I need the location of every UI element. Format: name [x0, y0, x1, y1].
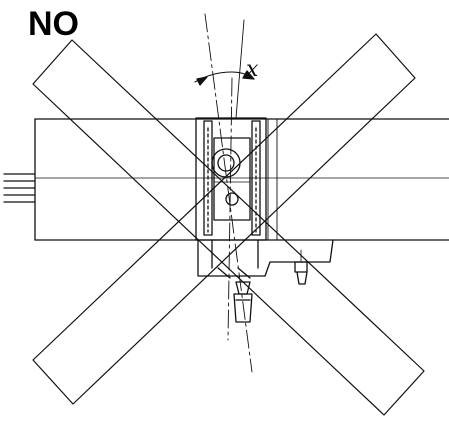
angle-indicator [194, 70, 255, 86]
angle-label: x [246, 57, 259, 82]
bottom-block [197, 239, 334, 279]
screw-center [233, 281, 253, 323]
horizontal-beam [34, 118, 449, 241]
axis-lines [204, 13, 253, 373]
left-cable [3, 173, 36, 203]
crossed-out-mark [32, 33, 425, 416]
warning-heading: NO [28, 5, 79, 43]
central-clamp [195, 117, 267, 241]
